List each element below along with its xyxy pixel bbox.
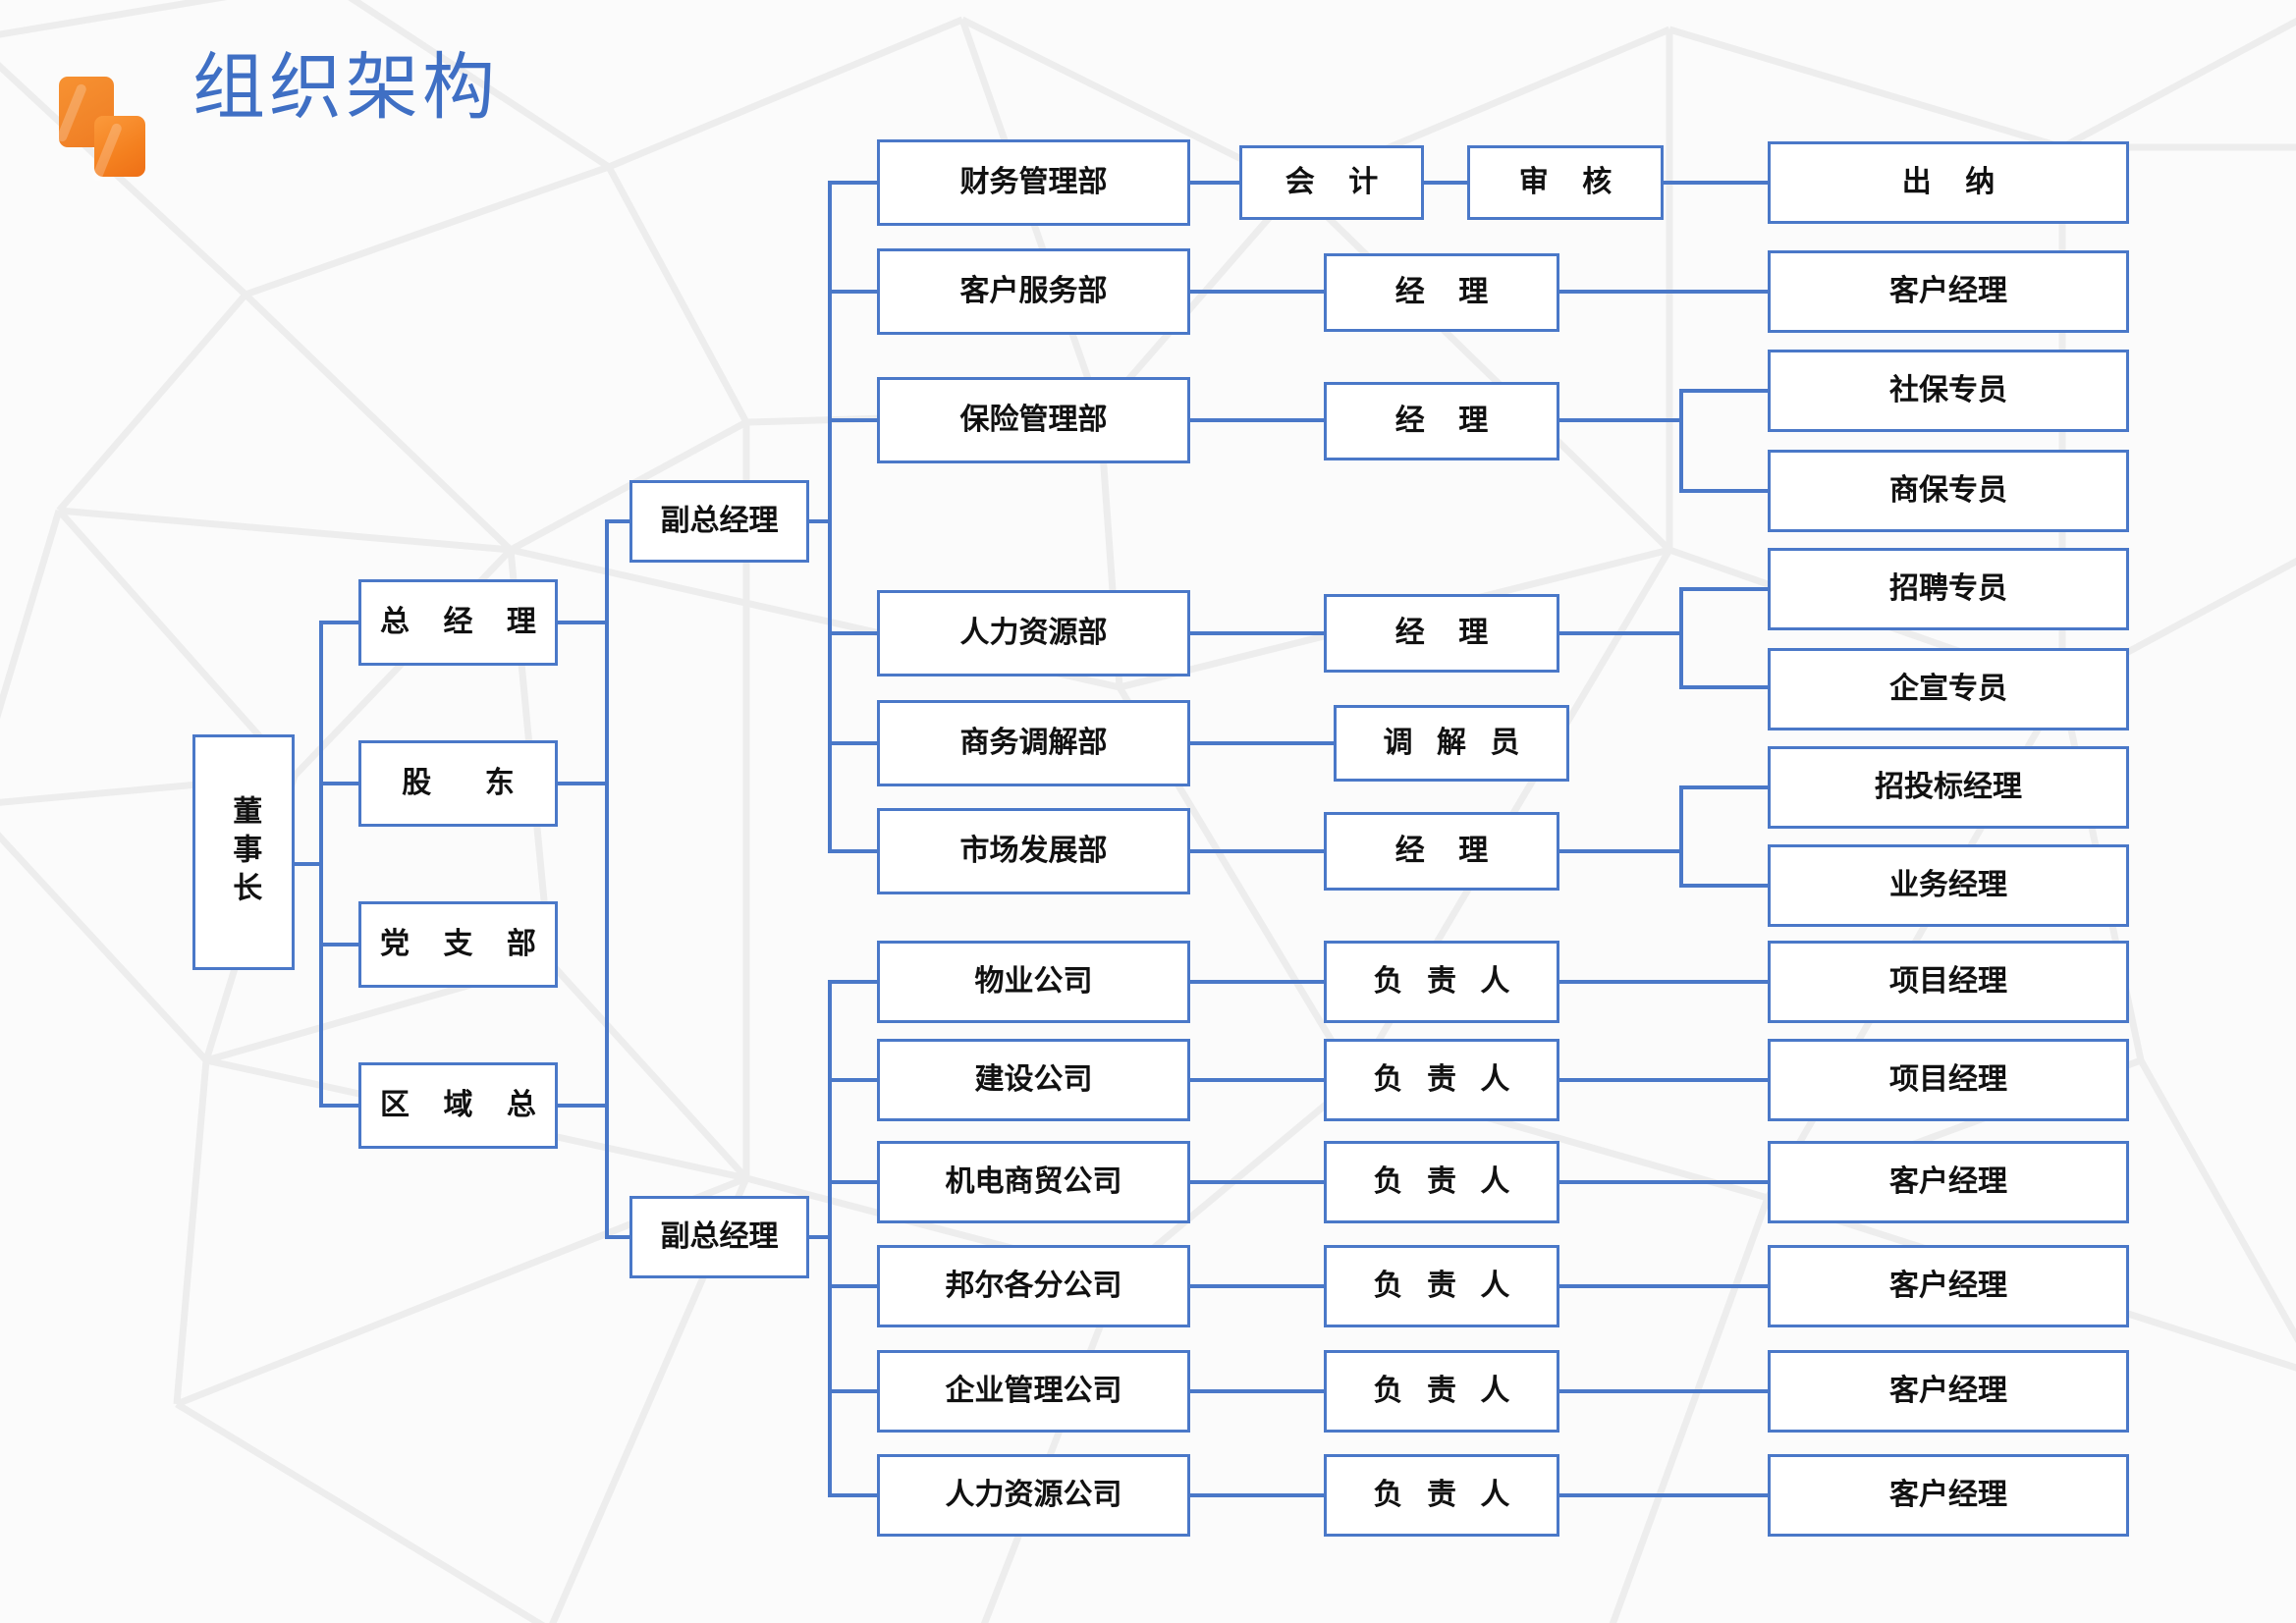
node-shareholder[interactable]: 股 东	[358, 740, 558, 827]
node-role-construction-head[interactable]: 负 责 人	[1324, 1039, 1559, 1121]
node-role-business-manager[interactable]: 业务经理	[1768, 844, 2129, 927]
node-dept-insurance[interactable]: 保险管理部	[877, 377, 1190, 463]
node-dept-market-development[interactable]: 市场发展部	[877, 808, 1190, 894]
node-role-branch-account-manager[interactable]: 客户经理	[1768, 1245, 2129, 1327]
node-role-recruitment-specialist[interactable]: 招聘专员	[1768, 548, 2129, 630]
node-dept-customer-service[interactable]: 客户服务部	[877, 248, 1190, 335]
node-role-social-insurance-specialist[interactable]: 社保专员	[1768, 350, 2129, 432]
node-vice-general-manager-bottom[interactable]: 副总经理	[629, 1196, 809, 1278]
page-title: 组织架构	[192, 45, 499, 130]
node-role-hr-company-head[interactable]: 负 责 人	[1324, 1454, 1559, 1537]
node-role-enterprise-management-head[interactable]: 负 责 人	[1324, 1350, 1559, 1433]
node-role-cs-account-manager[interactable]: 客户经理	[1768, 250, 2129, 333]
node-regional-head[interactable]: 区 域 总	[358, 1062, 558, 1149]
node-dept-business-mediation[interactable]: 商务调解部	[877, 700, 1190, 786]
node-party-branch[interactable]: 党 支 部	[358, 901, 558, 988]
node-company-property[interactable]: 物业公司	[877, 941, 1190, 1023]
node-role-corporate-pr-specialist[interactable]: 企宣专员	[1768, 648, 2129, 730]
node-chairman[interactable]: 董事长	[192, 734, 295, 970]
node-company-construction[interactable]: 建设公司	[877, 1039, 1190, 1121]
app-logo-icon	[55, 77, 153, 183]
node-role-mediator[interactable]: 调 解 员	[1334, 705, 1569, 782]
node-company-human-resources[interactable]: 人力资源公司	[877, 1454, 1190, 1537]
node-role-branch-head[interactable]: 负 责 人	[1324, 1245, 1559, 1327]
node-role-electromechanical-account-manager[interactable]: 客户经理	[1768, 1141, 2129, 1223]
node-role-cs-manager[interactable]: 经 理	[1324, 253, 1559, 332]
node-dept-finance[interactable]: 财务管理部	[877, 139, 1190, 226]
node-role-property-project-manager[interactable]: 项目经理	[1768, 941, 2129, 1023]
node-role-electromechanical-head[interactable]: 负 责 人	[1324, 1141, 1559, 1223]
node-vice-general-manager-top[interactable]: 副总经理	[629, 480, 809, 563]
node-role-accountant[interactable]: 会 计	[1239, 145, 1424, 220]
node-role-insurance-manager[interactable]: 经 理	[1324, 382, 1559, 460]
node-role-commercial-insurance-specialist[interactable]: 商保专员	[1768, 450, 2129, 532]
node-company-enterprise-management[interactable]: 企业管理公司	[877, 1350, 1190, 1433]
node-dept-human-resources[interactable]: 人力资源部	[877, 590, 1190, 676]
node-role-hr-manager[interactable]: 经 理	[1324, 594, 1559, 673]
node-role-bidding-manager[interactable]: 招投标经理	[1768, 746, 2129, 829]
node-company-bangerge-branch[interactable]: 邦尔各分公司	[877, 1245, 1190, 1327]
node-role-enterprise-management-account-manager[interactable]: 客户经理	[1768, 1350, 2129, 1433]
node-role-construction-project-manager[interactable]: 项目经理	[1768, 1039, 2129, 1121]
node-general-manager[interactable]: 总 经 理	[358, 579, 558, 666]
node-role-cashier[interactable]: 出 纳	[1768, 141, 2129, 224]
node-company-electromechanical-trade[interactable]: 机电商贸公司	[877, 1141, 1190, 1223]
node-role-property-head[interactable]: 负 责 人	[1324, 941, 1559, 1023]
node-role-market-manager[interactable]: 经 理	[1324, 812, 1559, 891]
node-role-auditor[interactable]: 审 核	[1467, 145, 1664, 220]
node-role-hr-company-account-manager[interactable]: 客户经理	[1768, 1454, 2129, 1537]
